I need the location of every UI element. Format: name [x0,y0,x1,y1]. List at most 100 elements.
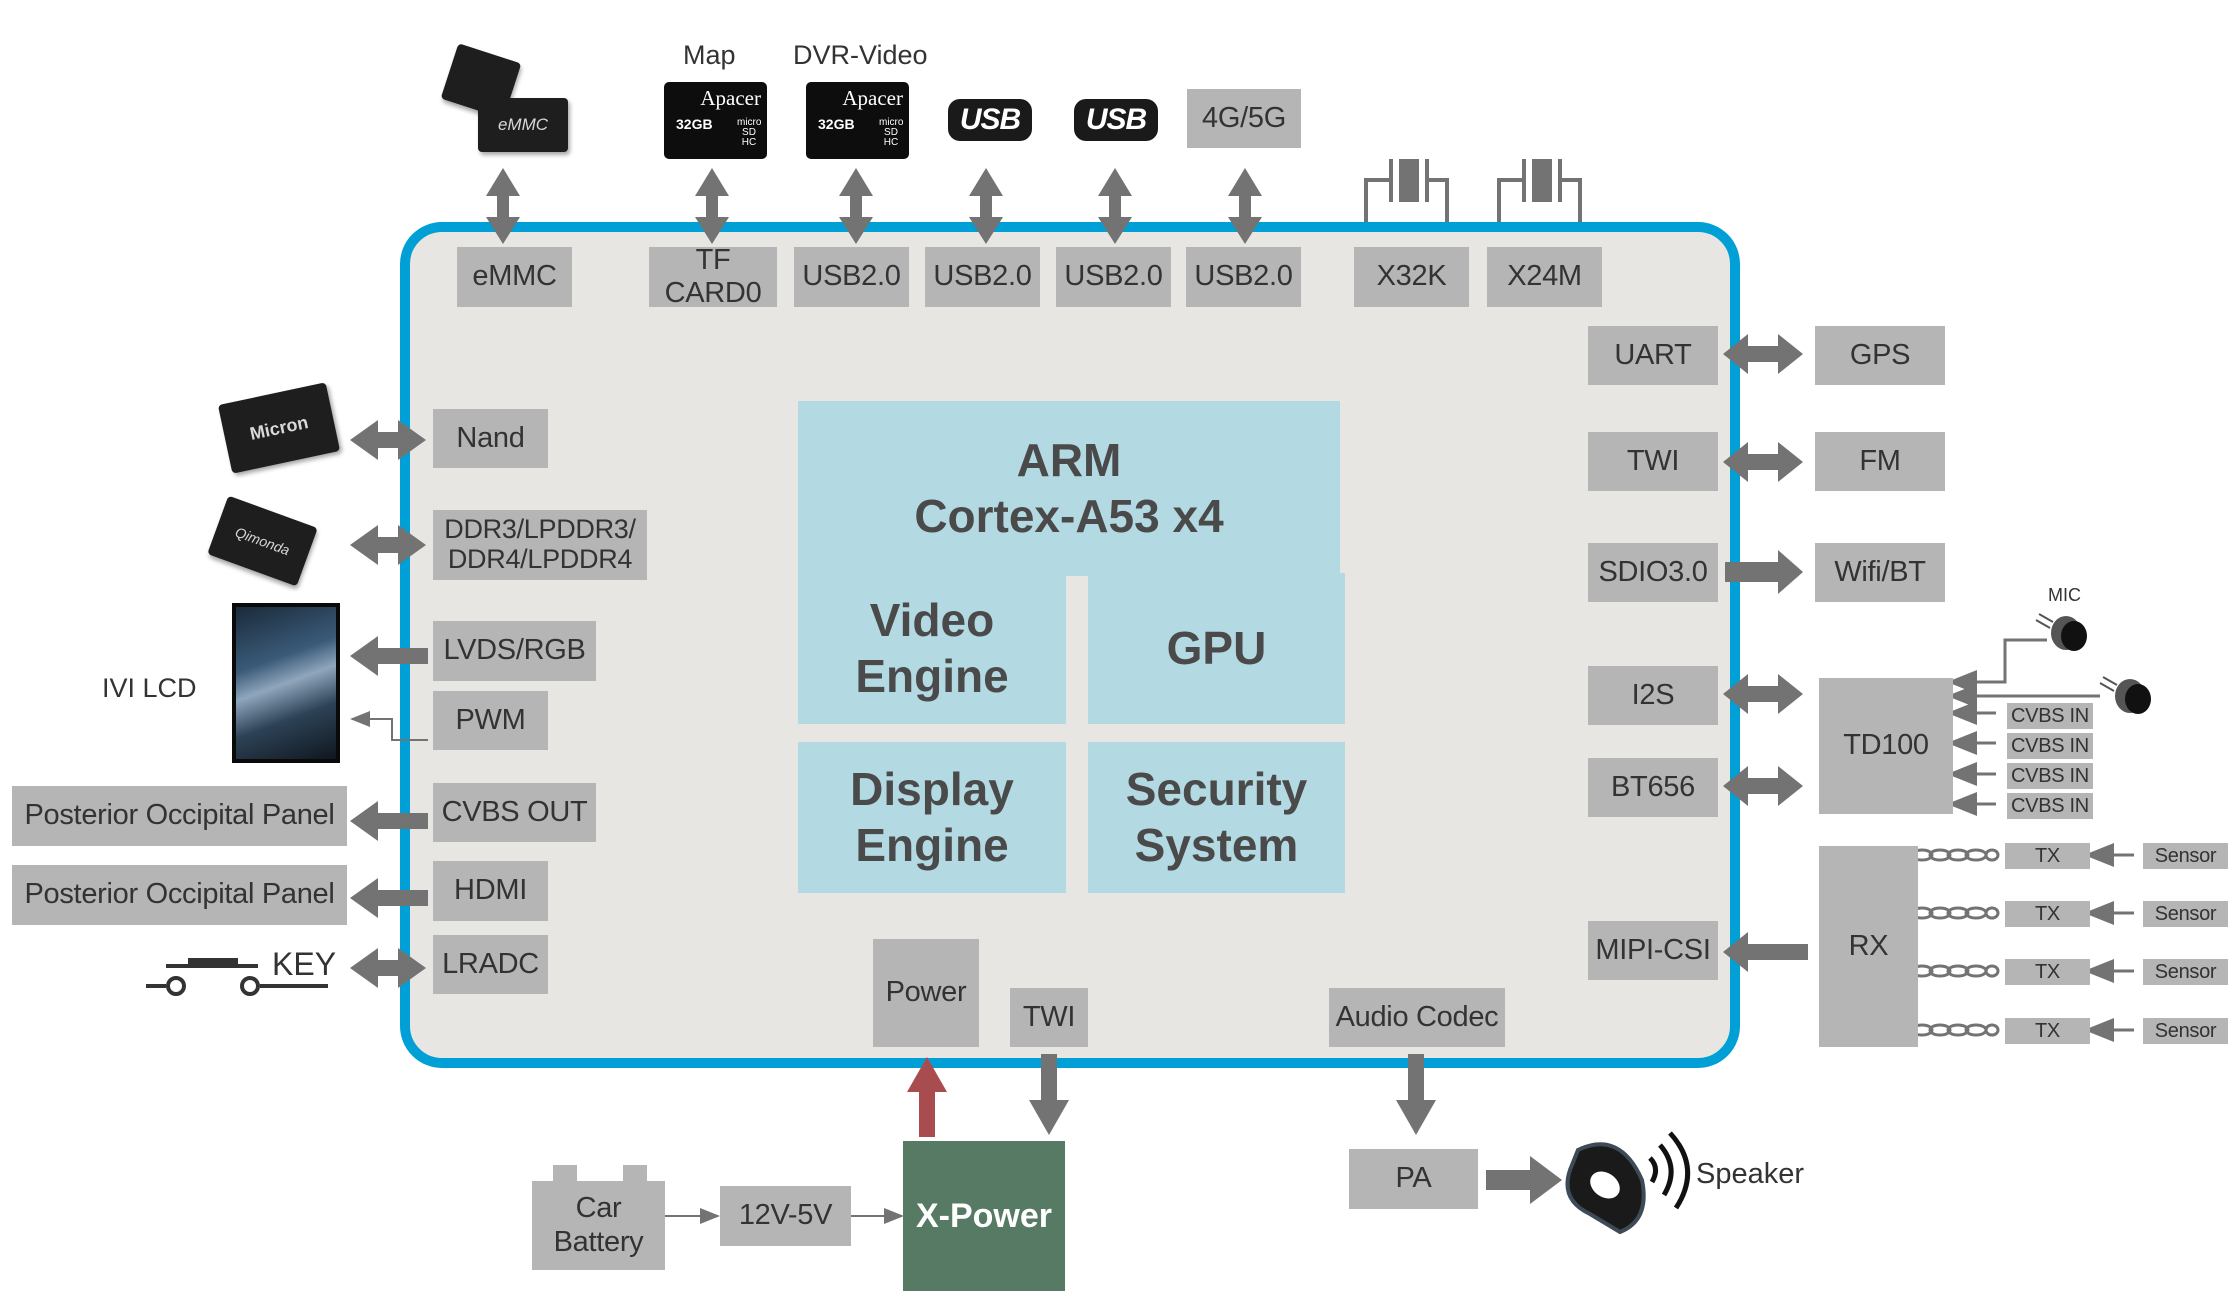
ivi-lcd-image [232,603,340,763]
battery-terminal-right [623,1165,647,1183]
periph-wifi-bt: Wifi/BT [1815,543,1945,602]
iface-sdio: SDIO3.0 [1588,543,1718,602]
gpu-label: GPU [1166,621,1267,674]
sd-brand: Apacer [842,86,903,110]
arrow-lvds [350,636,428,676]
usb-logo-icon-2: USB [1074,99,1158,141]
arrow-sdio [1725,550,1803,594]
arrow-twi [1723,442,1803,482]
tx-3: TX [2005,959,2090,985]
arrow-key [350,948,426,988]
car-battery: Car Battery [532,1181,665,1270]
tx-4: TX [2005,1018,2090,1044]
converter-12v-5v: 12V-5V [720,1186,851,1246]
iface-hdmi: HDMI [433,861,548,921]
link-1 [1910,848,2000,862]
sd-capacity: 32GB [676,116,713,132]
battery-terminal-left [553,1165,577,1183]
cvbs-in-3: CVBS IN [2007,763,2093,789]
sd-type: micro SD HC [737,117,762,148]
soc-outline [400,222,1740,1068]
arrow-4g [1228,168,1262,244]
iface-x32k: X32K [1354,247,1469,307]
sd-brand: Apacer [700,86,761,110]
iface-x24m: X24M [1487,247,1602,307]
periph-gps: GPS [1815,326,1945,385]
arrow-uart [1723,334,1803,374]
tx-2: TX [2005,901,2090,927]
iface-usb2-3: USB2.0 [1056,247,1171,307]
crystal-x24m-icon [1497,159,1582,222]
arrow-usb1 [839,168,873,244]
iface-emmc: eMMC [457,247,572,307]
emmc-chip-label: eMMC [497,115,549,134]
arrow-pa-speaker [1486,1156,1562,1204]
arrow-mipi [1723,932,1808,972]
key-switch-icon [146,958,328,996]
periph-fm: FM [1815,432,1945,491]
iface-usb2-4: USB2.0 [1186,247,1301,307]
sensor-4: Sensor [2143,1018,2228,1044]
arrow-cvbs-out [350,801,428,841]
iface-twi-bottom: TWI [1010,988,1088,1047]
video-engine-label: Video Engine [855,594,1009,702]
arm-cortex-label: ARM Cortex-A53 x4 [914,434,1224,542]
cvbs-in-4: CVBS IN [2007,793,2093,819]
sensor-2: Sensor [2143,901,2228,927]
arrow-tf [695,168,729,244]
tx-1: TX [2005,843,2090,869]
cvbs-in-2: CVBS IN [2007,733,2093,759]
ddr-chip-label: Qimonda [233,523,292,559]
td100-block: TD100 [1819,678,1953,814]
line-mic1-td100 [1947,638,2047,694]
dvr-video-label: DVR-Video [793,40,928,70]
video-engine-block: Video Engine [798,573,1066,724]
security-system-label: Security System [1125,763,1308,871]
posterior-panel-1: Posterior Occipital Panel [12,786,347,846]
iface-bt656: BT656 [1588,758,1718,817]
iface-tf-card0: TF CARD0 [649,244,777,309]
line-pwm-lcd [350,711,428,741]
display-engine-block: Display Engine [798,742,1066,893]
arrow-bt656 [1723,766,1803,806]
iface-i2s: I2S [1588,666,1718,725]
security-system-block: Security System [1088,742,1345,893]
usb-logo-text: USB [959,103,1021,136]
iface-nand: Nand [433,409,548,468]
sd-capacity: 32GB [818,116,855,132]
usb-logo-text: USB [1085,103,1147,136]
microphone-icon-1 [2035,613,2087,651]
link-2 [1910,906,2000,920]
pa-block: PA [1349,1149,1478,1209]
mic-label: MIC [2048,585,2081,605]
iface-pwm: PWM [433,691,548,750]
ivi-lcd-label: IVI LCD [102,673,197,703]
link-4 [1910,1023,2000,1037]
link-3 [1910,964,2000,978]
arrow-ddr [350,525,426,565]
microphone-icon-2 [2099,676,2151,714]
usb-logo-icon-1: USB [948,99,1032,141]
posterior-panel-2: Posterior Occipital Panel [12,865,347,925]
x-power-pmic: X-Power [903,1141,1065,1291]
map-label: Map [683,40,736,70]
iface-cvbs-out: CVBS OUT [433,783,596,842]
rx-block: RX [1819,846,1918,1047]
sensor-1: Sensor [2143,843,2228,869]
arm-cortex-block: ARM Cortex-A53 x4 [798,401,1340,576]
serdes-links [1910,848,2000,1037]
arrow-codec-pa [1396,1054,1436,1135]
iface-lradc: LRADC [433,935,548,994]
speaker-label: Speaker [1696,1158,1805,1190]
iface-power: Power [873,939,979,1047]
nand-chip-label: Micron [247,411,310,444]
arrow-emmc [486,168,520,244]
cvbs-in-1: CVBS IN [2007,703,2093,729]
iface-audio-codec: Audio Codec [1329,988,1505,1047]
sensor-3: Sensor [2143,959,2228,985]
emmc-chip-image: eMMC [478,98,568,152]
iface-ddr: DDR3/LPDDR3/ DDR4/LPDDR4 [433,510,647,580]
iface-lvds-rgb: LVDS/RGB [433,621,596,681]
arrow-i2s [1723,674,1803,714]
